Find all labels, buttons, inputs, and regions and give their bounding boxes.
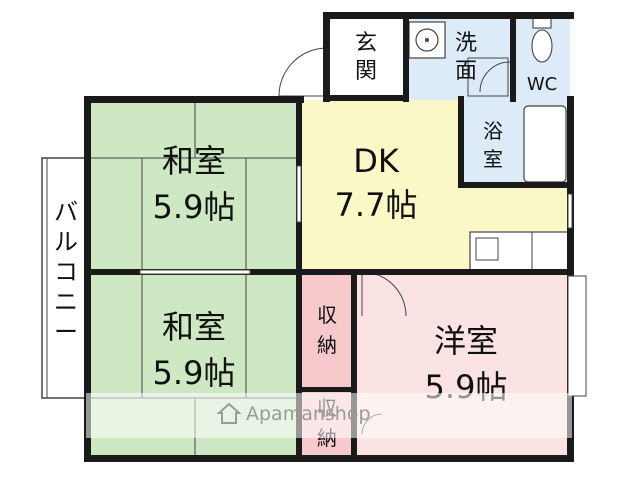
wc-label: WC [527, 74, 557, 95]
washitsu-upper-area [88, 100, 300, 272]
balcony-char-1: バ [54, 198, 78, 226]
yokushitsu-label-1: 浴 [483, 119, 503, 143]
senmen-label-1: 洗 [455, 31, 477, 56]
watermark-text: Apamanshop [246, 403, 371, 425]
washitsu-upper-size: 5.9帖 [153, 188, 236, 226]
laundry-pan [467, 57, 509, 97]
bathtub [523, 105, 567, 183]
washitsu-lower-size: 5.9帖 [153, 354, 236, 392]
washitsu-lower-name: 和室 [162, 308, 226, 346]
washbasin [408, 21, 446, 59]
balcony-area [41, 157, 89, 399]
genkan-area [327, 16, 403, 100]
balcony-char-4: ニ [54, 288, 78, 316]
washitsu-upper-name: 和室 [162, 142, 226, 180]
dk-name: DK [353, 142, 400, 180]
shuno-upper-label-1: 収 [317, 303, 337, 327]
watermark-band [86, 393, 572, 438]
shuno-upper-area [300, 272, 355, 390]
genkan-label-2: 関 [355, 59, 377, 84]
balcony-char-2: ル [54, 228, 78, 256]
yokushitsu-label-2: 室 [483, 147, 503, 171]
senmen-label-2: 面 [455, 59, 477, 84]
yoshitsu-name: 洋室 [434, 322, 498, 360]
house-icon [216, 402, 242, 424]
dk-size: 7.7帖 [335, 186, 418, 224]
shuno-upper-label-2: 納 [317, 333, 337, 357]
balcony-char-5: ー [54, 318, 78, 346]
tatami-lines-upper [88, 100, 300, 272]
genkan-label-1: 玄 [355, 31, 377, 56]
kitchen-counter [469, 231, 571, 271]
toilet-fixture [531, 17, 553, 63]
windows [139, 165, 587, 397]
balcony-char-3: コ [54, 258, 78, 286]
